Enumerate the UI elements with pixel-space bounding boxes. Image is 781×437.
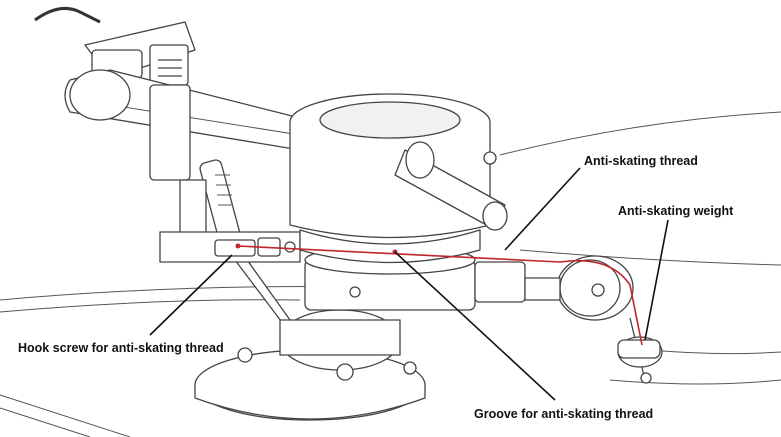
- label-anti-skating-thread: Anti-skating thread: [584, 154, 698, 168]
- arm-base: [194, 309, 426, 421]
- label-hook-screw: Hook screw for anti-skating thread: [18, 341, 224, 355]
- anti-skating-weight: [617, 317, 663, 384]
- headshell: [84, 21, 196, 86]
- leader-lines: [149, 167, 669, 401]
- label-groove: Groove for anti-skating thread: [474, 407, 653, 421]
- arm-pillar: [179, 179, 207, 236]
- anti-skating-thread: [237, 245, 643, 346]
- tonearm-tube: [64, 69, 301, 181]
- mounting-bar: [159, 231, 301, 263]
- pulley: [524, 255, 634, 321]
- bearing-housing: [289, 93, 508, 264]
- hook-screw-point: [235, 243, 241, 249]
- signal-cable: [34, 6, 101, 24]
- label-anti-skating-weight: Anti-skating weight: [618, 204, 734, 218]
